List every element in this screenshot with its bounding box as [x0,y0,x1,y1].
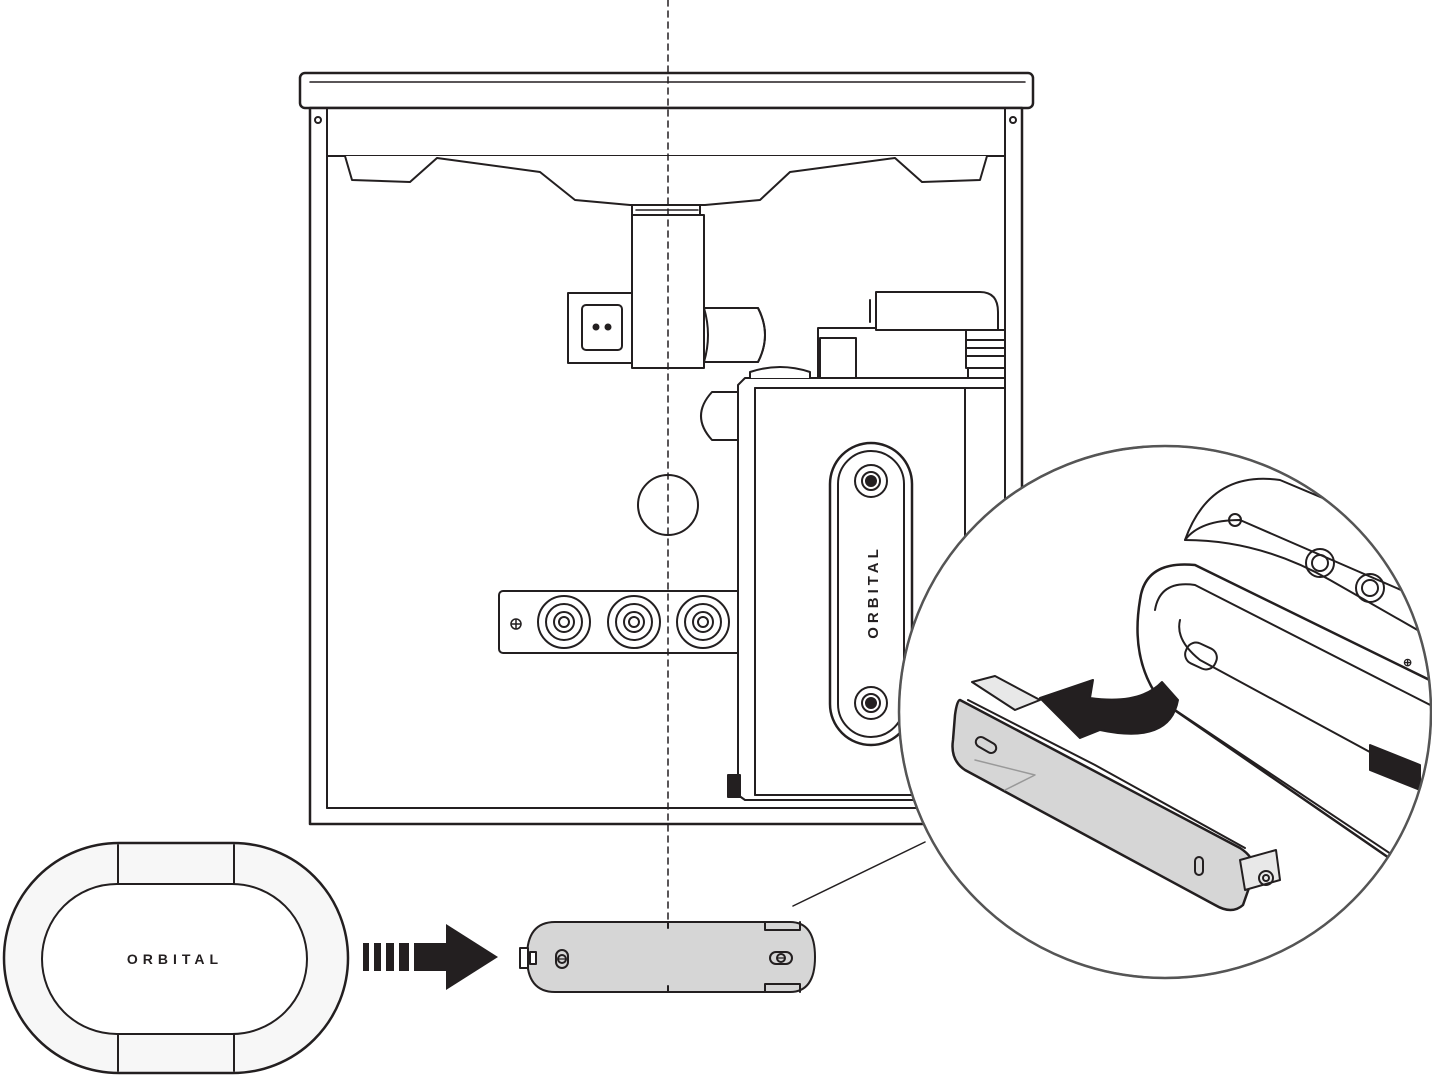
zoom-detail: ⊕ [897,444,1432,980]
fitting-1 [537,595,591,649]
orbital-cover: ORBITAL [2,841,350,1075]
svg-text:⊕: ⊕ [1403,657,1412,669]
fitting-3 [676,595,730,649]
oval-panel: ORBITAL [828,441,914,747]
fitting-2 [607,595,661,649]
leader-line [792,841,926,907]
cabinet-lid [298,71,1035,110]
mounting-plate [519,921,816,993]
brand-label-cover: ORBITAL [127,951,223,967]
hook-arrow-icon [1039,679,1179,739]
insert-arrow-icon [363,924,498,990]
brand-label-panel: ORBITAL [865,545,882,639]
fitting-plate [498,590,745,654]
